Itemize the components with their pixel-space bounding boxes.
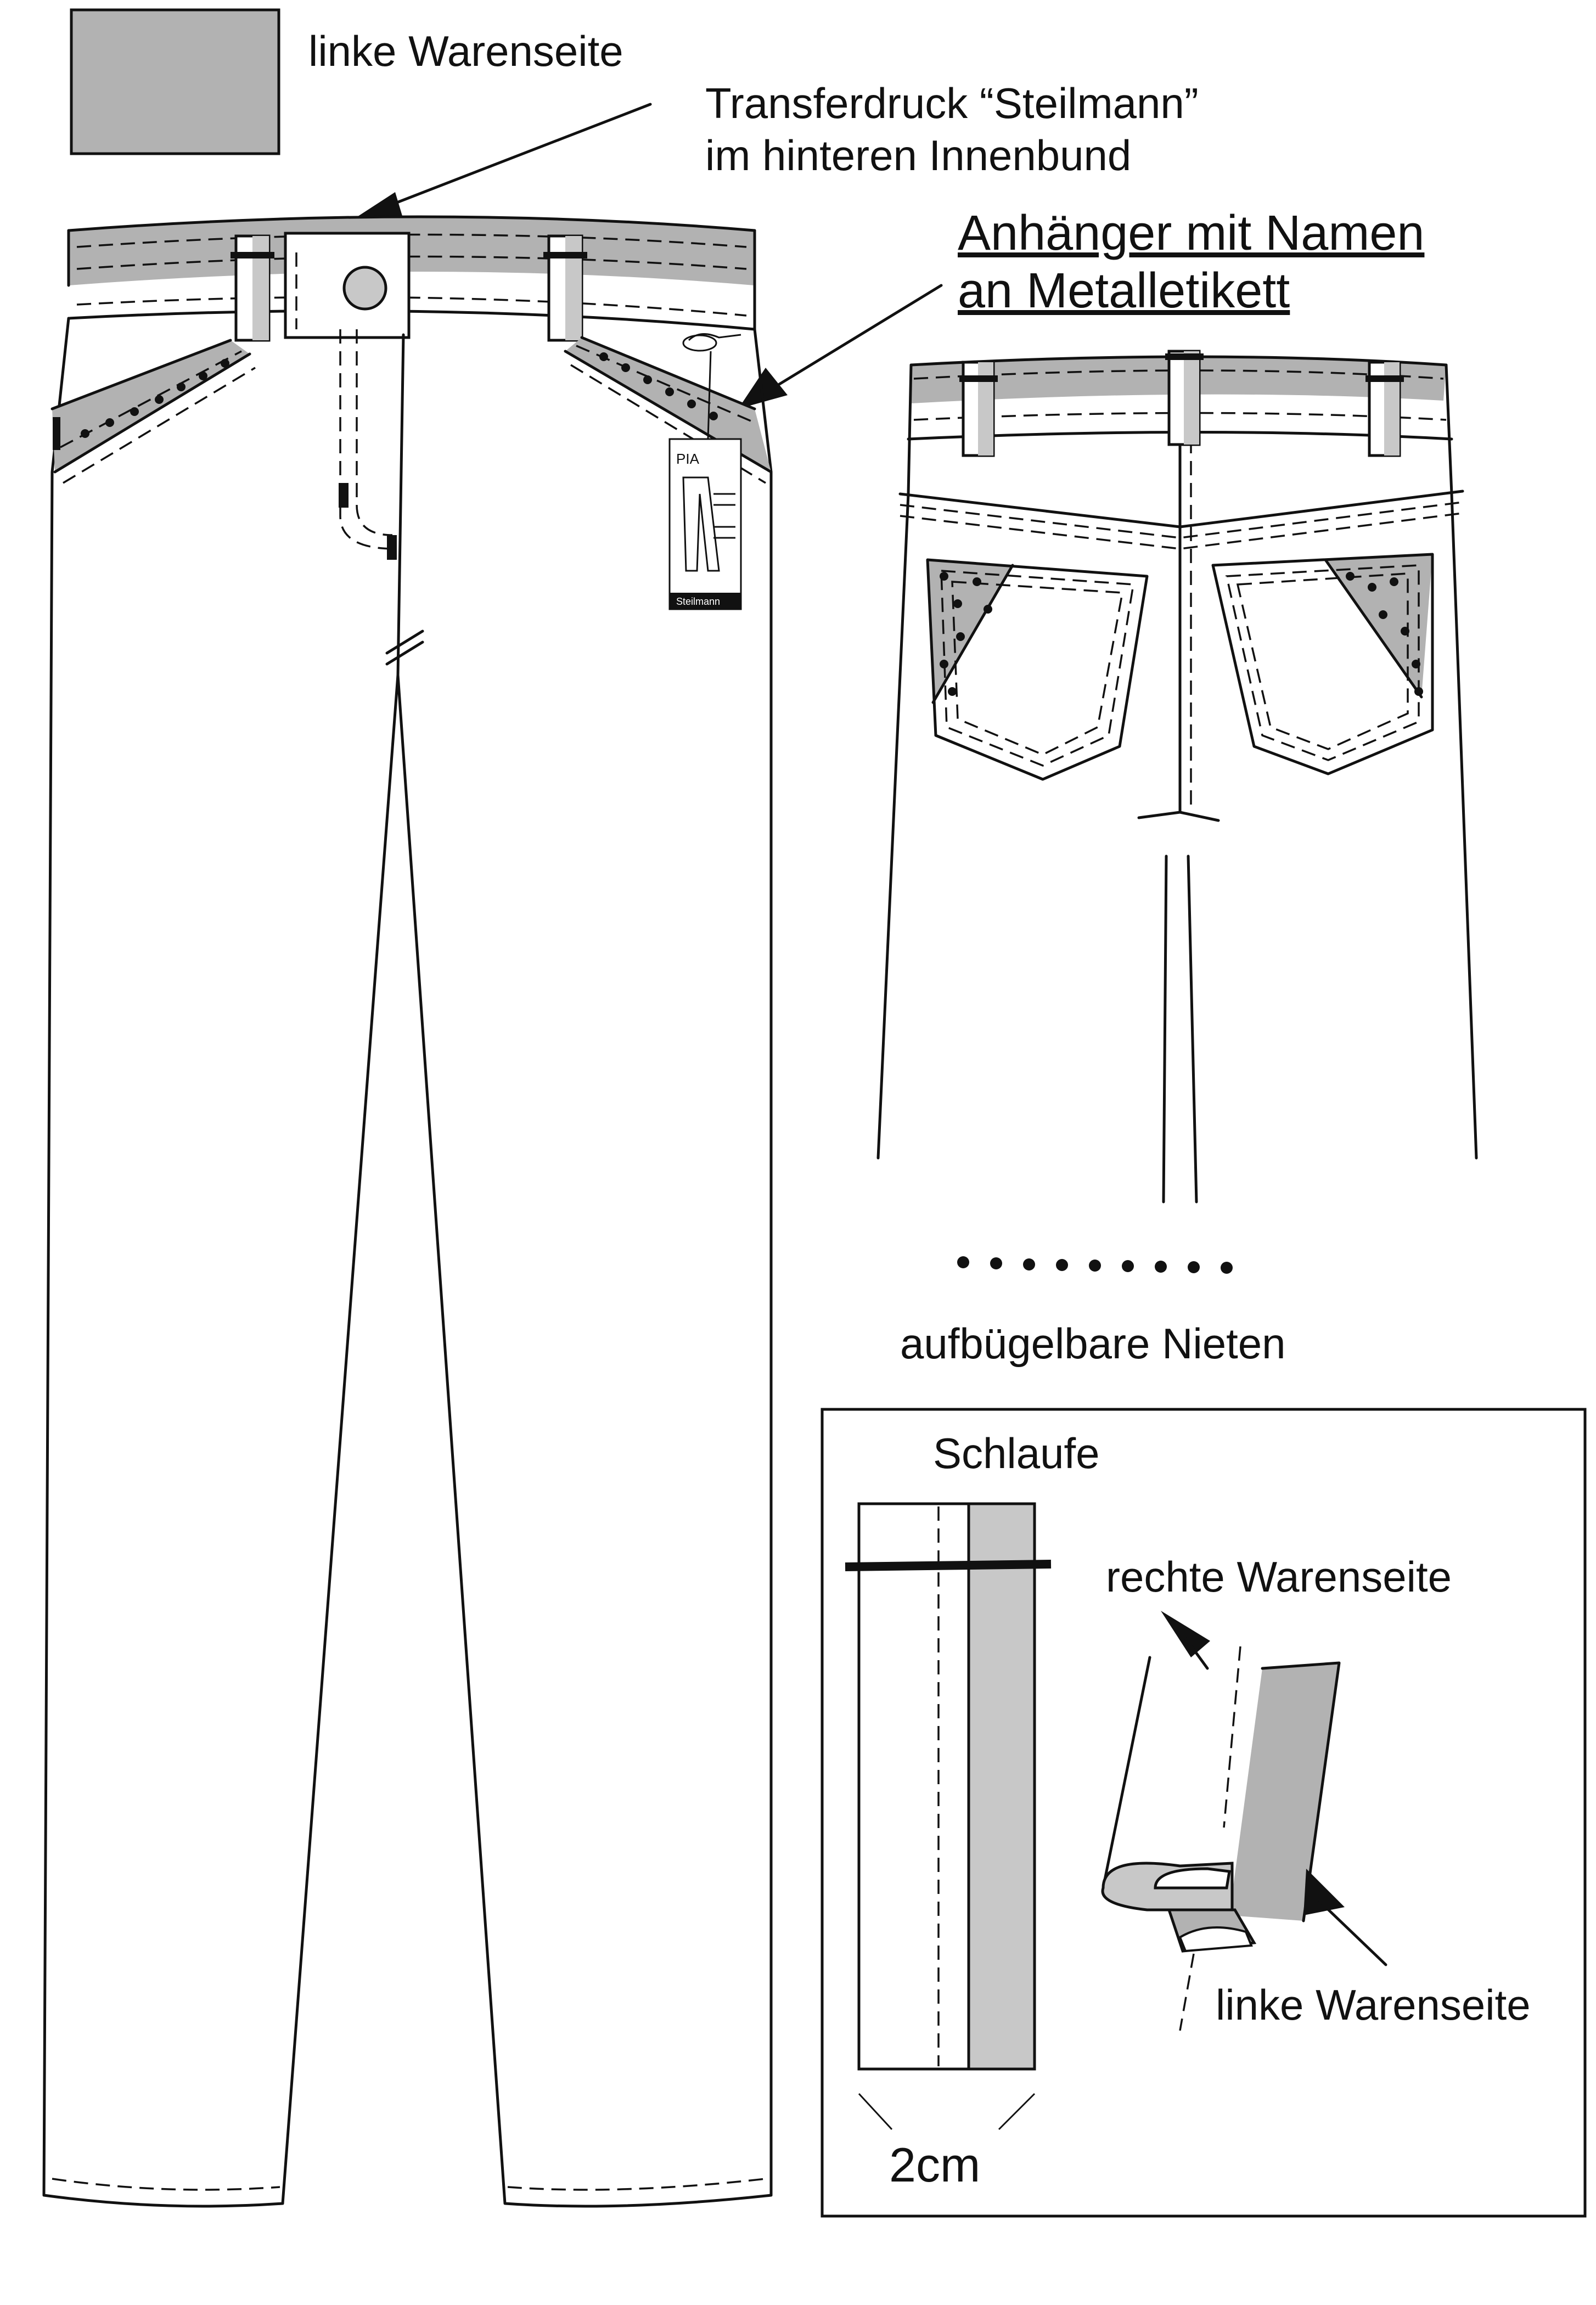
loop-detail-box: Schlaufe 2cm rechte Warenseite linke War… xyxy=(821,1408,1587,2218)
hang-tag-label-line1: Anhänger mit Namen xyxy=(958,206,1424,261)
right-side-label: rechte Warenseite xyxy=(1106,1553,1452,1601)
loop-title: Schlaufe xyxy=(933,1429,1100,1477)
hang-tag-label-line2: an Metalletikett xyxy=(958,263,1290,318)
transfer-print-arrow xyxy=(351,103,652,221)
wrong-side-arrow xyxy=(1303,1869,1387,1966)
back-view xyxy=(876,350,1478,1204)
hang-tag-arrow xyxy=(738,284,943,409)
button-icon xyxy=(342,266,387,311)
transfer-print-label-line2: im hinteren Innenbund xyxy=(705,131,1131,179)
rivet-dots-back-left xyxy=(940,572,992,696)
right-side-arrow xyxy=(1161,1611,1210,1670)
front-view: PIA Steilmann xyxy=(42,215,773,2208)
wrong-side-label: linke Warenseite xyxy=(1216,1981,1531,2029)
hang-tag-name: PIA xyxy=(676,451,700,467)
legend-label: linke Warenseite xyxy=(308,27,623,75)
rivets-label: aufbügelbare Nieten xyxy=(900,1319,1286,1368)
transfer-print-label-line1: Transferdruck “Steilmann” xyxy=(705,79,1199,127)
rivet-dots-right xyxy=(599,352,718,420)
hang-tag xyxy=(668,438,742,610)
hang-tag-brand: Steilmann xyxy=(676,596,720,607)
rivet-dots-back-right xyxy=(1346,572,1423,696)
rivet-sample-dots xyxy=(957,1256,1233,1274)
rivet-dots-left xyxy=(81,359,229,438)
legend-swatch xyxy=(70,8,280,155)
loop-width-label: 2cm xyxy=(889,2138,980,2192)
